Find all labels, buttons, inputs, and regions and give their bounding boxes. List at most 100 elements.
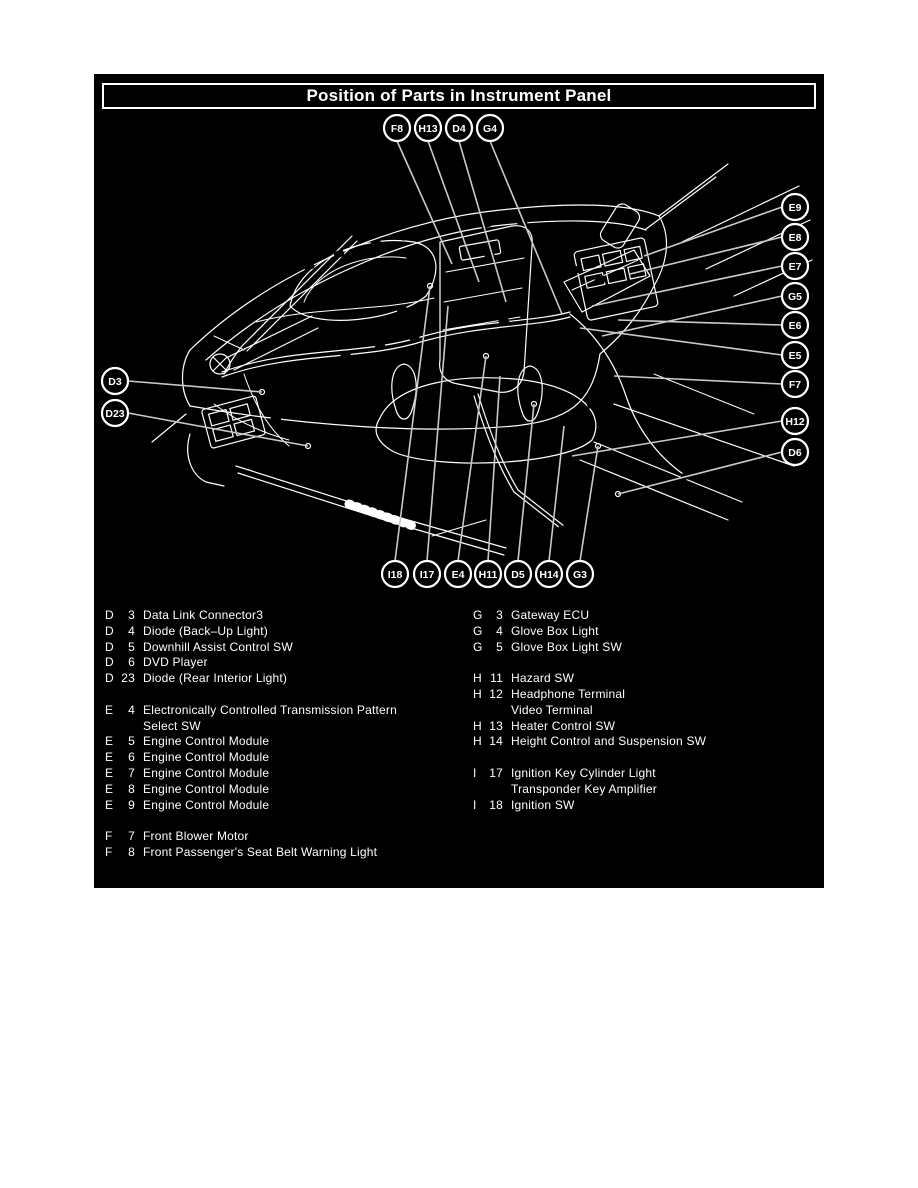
title-box: Position of Parts in Instrument Panel: [102, 83, 816, 109]
legend-part-code: I 17: [473, 766, 503, 782]
legend-part-name: Select SW: [143, 718, 201, 733]
callout-g3: G3: [565, 559, 595, 589]
callout-h13: H13: [413, 113, 443, 143]
callout-e8: E8: [780, 222, 810, 252]
legend-part-name: Transponder Key Amplifier: [511, 781, 657, 796]
callout-d4: D4: [444, 113, 474, 143]
lower-left-bracket: [187, 433, 225, 487]
legend-code-number: 5: [496, 639, 503, 654]
svg-text:D5: D5: [511, 569, 525, 581]
legend-part-name: Engine Control Module: [143, 734, 270, 749]
legend-part-name: Diode (Back–Up Light): [143, 623, 268, 638]
callout-f7: F7: [780, 369, 810, 399]
manual-page-panel: Position of Parts in Instrument Panel: [94, 74, 824, 888]
legend-part-name: Ignition SW: [511, 797, 575, 812]
svg-text:E9: E9: [789, 202, 802, 214]
instrument-panel-diagram: F8 H13 D4 G4 E9 E8 E7 G5 E6 E5 F7: [100, 113, 813, 589]
svg-text:H13: H13: [418, 123, 437, 135]
svg-text:F8: F8: [391, 123, 403, 135]
legend-code-letter: D: [105, 655, 114, 670]
legend-code-number: 5: [128, 734, 135, 749]
instrument-cluster: [289, 240, 437, 321]
steering-column: [209, 315, 319, 375]
legend-part-name: Data Link Connector3: [143, 608, 264, 622]
svg-text:H11: H11: [479, 569, 498, 581]
legend-code-letter: F: [105, 844, 113, 859]
callout-i18: I18: [380, 559, 410, 589]
legend-code-letter: G: [473, 623, 483, 638]
leader-lines: [127, 140, 783, 562]
legend-part-code: [473, 703, 503, 719]
svg-text:G4: G4: [483, 123, 497, 135]
legend-part-name: Diode (Rear Interior Light): [143, 671, 288, 686]
svg-text:I17: I17: [420, 569, 435, 581]
callout-h11: H11: [473, 559, 503, 589]
legend-part-name: Heater Control SW: [511, 718, 616, 733]
legend-code-number: 18: [489, 797, 503, 812]
legend-code-letter: G: [473, 639, 483, 654]
legend-code-letter: F: [105, 829, 113, 844]
legend-code-number: 14: [489, 734, 503, 749]
legend-code-number: 13: [489, 718, 503, 733]
legend-code-letter: E: [105, 781, 114, 796]
floor-harness-rail: [235, 465, 507, 556]
svg-text:E7: E7: [789, 261, 802, 273]
legend-row: Transponder Key Amplifier: [473, 782, 817, 798]
legend-part-name: Engine Control Module: [143, 765, 270, 780]
legend-code-letter: D: [105, 623, 114, 638]
legend-code-number: 3: [128, 608, 135, 622]
legend-code-letter: E: [105, 750, 114, 765]
svg-text:G5: G5: [788, 291, 802, 303]
instrument-panel-drawing: [151, 163, 813, 556]
legend-code-number: 6: [128, 750, 135, 765]
legend-row: Select SW: [105, 719, 465, 735]
legend-part-name: Glove Box Light SW: [511, 639, 622, 654]
legend-row: Video Terminal: [473, 703, 817, 719]
legend-code-letter: H: [473, 734, 482, 749]
legend-part-name: Front Blower Motor: [143, 829, 249, 844]
legend-row: H 13 Heater Control SW: [473, 719, 817, 735]
callout-i17: I17: [412, 559, 442, 589]
legend-part-name: Gateway ECU: [511, 608, 590, 622]
callout-g5: G5: [780, 281, 810, 311]
legend-code-number: 4: [128, 702, 135, 717]
legend-code-letter: H: [473, 686, 482, 701]
legend-code-number: 4: [128, 623, 135, 638]
legend-part-name: Electronically Controlled Transmission P…: [143, 702, 397, 717]
legend-code-number: 11: [490, 671, 503, 686]
legend-code-number: 17: [489, 765, 503, 780]
legend-code-letter: E: [105, 734, 114, 749]
glove-box: [563, 249, 651, 313]
legend-code-letter: H: [473, 718, 482, 733]
legend-code-number: 9: [128, 797, 135, 812]
svg-text:E8: E8: [789, 232, 802, 244]
legend-code-letter: I: [473, 765, 477, 780]
legend-code-letter: E: [105, 765, 114, 780]
legend-code-number: 4: [496, 623, 503, 638]
legend-part-name: Glove Box Light: [511, 623, 599, 638]
callout-d23: D23: [100, 398, 130, 428]
page-title: Position of Parts in Instrument Panel: [306, 86, 612, 105]
